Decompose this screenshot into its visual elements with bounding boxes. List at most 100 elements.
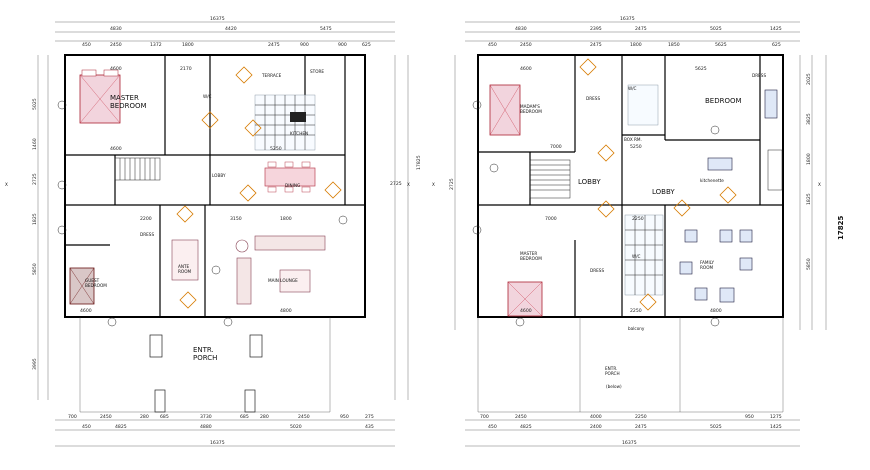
left-side-dim-6: 3995 [32, 358, 38, 370]
left-outer-wall [64, 54, 366, 318]
left-bot2-dim-1: 450 [82, 424, 91, 430]
left-top-dim-2: 4420 [225, 26, 237, 32]
right-bot-dim-3: 4000 [590, 414, 602, 420]
left-inner-dim-2: 2170 [180, 66, 192, 72]
left-bot-dim-3: 280 [140, 414, 149, 420]
left-top2-dim-7: 900 [338, 42, 347, 48]
label-lobby-left: LOBBY [212, 173, 226, 178]
label-kitchen: KITCHEN [290, 131, 308, 136]
right-wc-tiles [624, 84, 664, 296]
label-dress-right-top: DRESS [586, 96, 600, 101]
right-bot-dim-1: 700 [480, 414, 489, 420]
right-top2-dim-3: 2475 [590, 42, 602, 48]
right-bot2-dim-4: 2475 [635, 424, 647, 430]
right-inner-dim-8: 2250 [630, 308, 642, 314]
label-wc-left: W/C [203, 94, 212, 99]
left-dining-table [264, 161, 316, 193]
right-inner-dim-5: 2250 [632, 216, 644, 222]
left-top2-dim-4: 1800 [182, 42, 194, 48]
left-floor-plan: 16375 4830 4420 5475 450 2450 1372 1800 … [5, 16, 422, 447]
left-bot2-dim-4: 5020 [290, 424, 302, 430]
right-bot2-dim-1: 450 [488, 424, 497, 430]
right-top2-dim-5: 1850 [668, 42, 680, 48]
left-side-dim-5: 5850 [32, 263, 38, 275]
right-side-dimensions: 2025 3825 1800 1825 5850 2725 17825 [449, 55, 845, 330]
right-madams-bed [489, 84, 521, 136]
right-side-dim-1: 2025 [806, 73, 812, 85]
left-bot-dim-4: 685 [160, 414, 169, 420]
right-bot2-dim-5: 5025 [710, 424, 722, 430]
right-side-dim-2: 3825 [806, 113, 812, 125]
label-lobby-right-b: LOBBY [652, 188, 675, 196]
right-bot-dim-2: 2450 [515, 414, 527, 420]
right-bot2-dim-3: 2400 [590, 424, 602, 430]
right-bot-dim-6: 1275 [770, 414, 782, 420]
left-side-total: 17825 [416, 155, 422, 170]
right-inner-dim-7: 4800 [710, 308, 722, 314]
left-top-total: 16375 [210, 16, 225, 22]
left-top2-dim-5: 2475 [268, 42, 280, 48]
left-inner-dim-9: 4600 [80, 308, 92, 314]
label-terrace: TERRACE [261, 73, 282, 78]
left-porch-columns [79, 317, 331, 413]
left-bottom-dimensions: 700 2450 280 685 3730 685 280 2450 950 2… [55, 414, 395, 447]
left-top2-dim-8: 625 [362, 42, 371, 48]
right-top-dimensions: 16375 4830 2395 2475 5025 1425 450 2450 … [465, 16, 800, 48]
right-bot2-dim-2: 4825 [520, 424, 532, 430]
left-guest-bed [69, 267, 95, 305]
left-bot2-dim-5: 435 [365, 424, 374, 430]
left-side-dim-4: 1825 [32, 213, 38, 225]
right-porch [477, 317, 784, 413]
left-bot-dim-5: 3730 [200, 414, 212, 420]
left-inner-dim-4: 4600 [110, 146, 122, 152]
right-inner-dim-3: 7000 [550, 144, 562, 150]
left-top2-dim-6: 900 [300, 42, 309, 48]
left-kitchen-floor [254, 94, 316, 151]
left-inner-dim-7: 2200 [140, 216, 152, 222]
left-master-bed [79, 69, 121, 124]
left-side-dim-2: 1460 [32, 138, 38, 150]
right-inner-dim-2: 5625 [695, 66, 707, 72]
right-side-dim-6: 2725 [449, 178, 455, 190]
label-entr-porch-left: ENTR.PORCH [193, 346, 217, 362]
right-top-dim-2: 2395 [590, 26, 602, 32]
label-lobby-right-a: LOBBY [578, 178, 601, 186]
right-inner-dim-1: 4600 [520, 66, 532, 72]
right-master-bed [507, 281, 543, 317]
label-wc-right-bottom: W/C [632, 254, 641, 259]
right-bot-dim-4: 2250 [635, 414, 647, 420]
label-kitchenette: kitchenette [700, 178, 724, 183]
axis-mark-1: X [5, 182, 8, 187]
left-bot-dim-1: 700 [68, 414, 77, 420]
right-stairs [529, 149, 783, 199]
label-balcony: balcony [628, 326, 645, 331]
left-top2-dim-1: 450 [82, 42, 91, 48]
left-bot-dim-10: 275 [365, 414, 374, 420]
right-side-dim-4: 1825 [806, 193, 812, 205]
right-top-total: 16375 [620, 16, 635, 22]
left-side-dimensions: 5025 1460 2725 1825 5850 3995 17825 [32, 55, 422, 400]
right-top2-dim-2: 2450 [520, 42, 532, 48]
left-inner-dim-8: 4800 [280, 308, 292, 314]
right-outer-wall [477, 54, 784, 318]
left-inner-walls [65, 55, 365, 317]
left-side-dim-3: 2725 [32, 173, 38, 185]
left-top2-dim-2: 2450 [110, 42, 122, 48]
left-bot-dim-2: 2450 [100, 414, 112, 420]
left-bot-dim-9: 950 [340, 414, 349, 420]
label-dining: DINING [285, 183, 300, 188]
left-bot2-dim-2: 4825 [115, 424, 127, 430]
right-top2-dim-7: 625 [772, 42, 781, 48]
right-inner-walls [478, 55, 783, 317]
right-inner-dim-4: 5250 [630, 144, 642, 150]
right-top2-dim-4: 1800 [630, 42, 642, 48]
label-bedroom-right: BEDROOM [705, 97, 742, 105]
left-inner-dim-6: 1800 [280, 216, 292, 222]
